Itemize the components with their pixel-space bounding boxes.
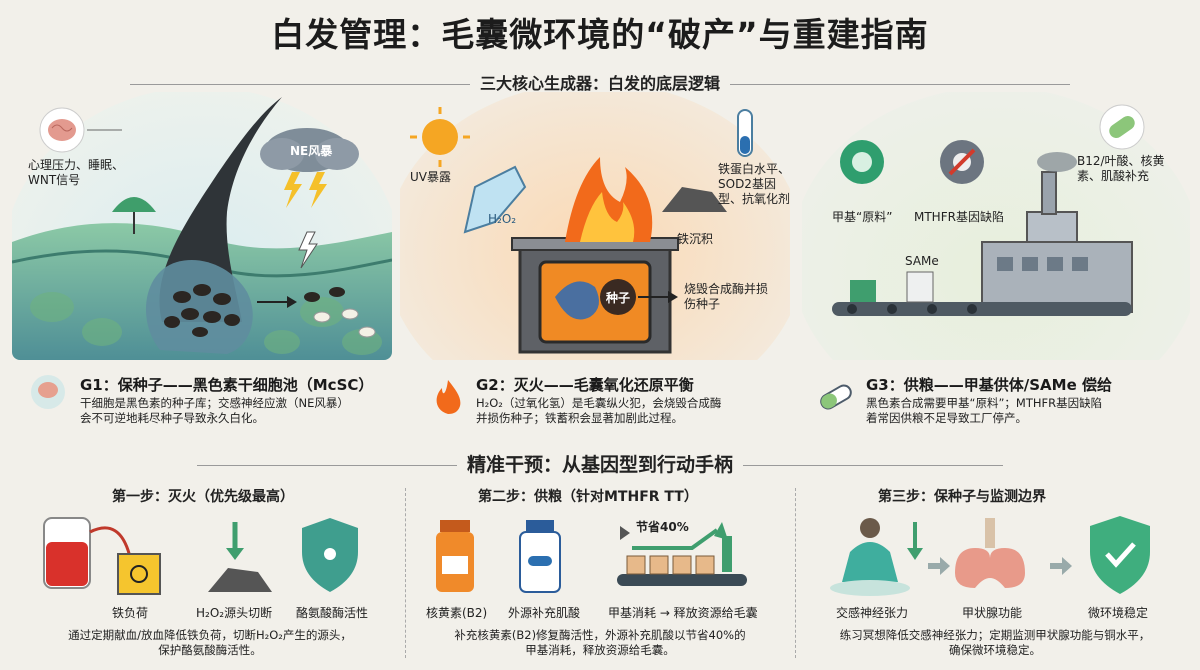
methyl-label: 甲基“原料” (832, 210, 893, 224)
methyl-icon (840, 140, 884, 184)
uv-label: UV暴露 (410, 170, 451, 184)
blood-bag-icon (43, 517, 132, 589)
section-title-generators: 三大核心生成器：白发的底层逻辑 (0, 70, 1200, 94)
conveyor-belt (832, 271, 1132, 316)
step1-desc: 通过定期献血/放血降低铁负荷，切断H₂O₂产生的源头，保护酪氨酸酶活性。 (68, 628, 352, 657)
panel-g3-illustration: B12/叶酸、核黄素、肌酸补充 甲基“原料” MTHFR基因缺陷 SAMe (802, 92, 1190, 360)
capsule-icon (1099, 104, 1145, 150)
meditation-icon (830, 518, 923, 596)
flame-icon (436, 380, 461, 414)
step3-title: 第三步：保种子与监测边界 (878, 489, 1046, 505)
methyl-factory-illustration (802, 92, 1190, 360)
flask-icon (463, 165, 527, 234)
furnace-icon (511, 237, 679, 354)
iron-factors-label: 铁蛋白水平、SOD2基因型、抗氧化剂 (718, 162, 790, 206)
step2-desc: 补充核黄素(B2)修复酶活性，外源补充肌酸以节省40%的甲基消耗，释放资源给毛囊… (454, 628, 746, 657)
save-40-label: 节省40% (636, 520, 689, 534)
oxidative-furnace-illustration (400, 92, 790, 360)
step2-cap-b2: 核黄素(B2) (426, 606, 488, 620)
b12-label: B12/叶酸、核黄素、肌酸补充 (1077, 154, 1165, 183)
divider (405, 488, 406, 658)
step1-cap-iron: 铁负荷 (112, 606, 149, 620)
step2-title: 第二步：供粮（针对MTHFR TT） (478, 489, 698, 505)
g1-desc-line1: 干细胞是黑色素的种子库；交感神经应激（NE风暴） (80, 396, 349, 410)
step1-icons (43, 517, 358, 595)
hair-follicle-illustration (12, 92, 392, 360)
brain-icon (39, 107, 85, 153)
step2-icons (436, 520, 747, 593)
step3-cap-sympathetic: 交感神经张力 (836, 606, 909, 620)
step3-cap-thyroid: 甲状腺功能 (962, 606, 1023, 620)
melanocyte-seeds (164, 284, 240, 337)
g2-desc-line1: H₂O₂（过氧化氢）是毛囊纵火犯，会烧毁合成酶 (476, 396, 722, 410)
iron-pile-icon (662, 187, 727, 212)
head-brain-icon (31, 375, 65, 409)
umbrella-icon (112, 197, 156, 234)
arrow-icon (928, 557, 1072, 575)
shield-check-icon (1090, 516, 1150, 594)
g1-title: G1：保种子——黑色素干细胞池（McSC） (80, 376, 374, 394)
pill-icon (820, 384, 852, 410)
page-title: 白发管理：毛囊微环境的“破产”与重建指南 (271, 15, 929, 54)
mthfr-label: MTHFR基因缺陷 (914, 210, 1004, 224)
section-title-intervention: 精准干预：从基因型到行动手柄 (0, 450, 1200, 477)
storm-cloud-icon (260, 128, 359, 269)
biohazard-bin-icon (117, 553, 161, 595)
step3-cap-stable: 微环境稳定 (1088, 606, 1149, 620)
step1-cap-h2o2: H₂O₂源头切断 (196, 606, 273, 620)
divider (795, 488, 796, 658)
b2-bottle-icon (436, 520, 474, 592)
conveyor-save-icon (617, 522, 747, 586)
step1-cap-enzyme: 酪氨酸酶活性 (296, 606, 369, 620)
step2-cap-creatine: 外源补充肌酸 (508, 606, 581, 620)
g2-desc-line2: 并损伤种子；铁蓄积会显著加剧此过程。 (476, 411, 683, 425)
step2-cap-methyl: 甲基消耗 → 释放资源给毛囊 (608, 606, 758, 620)
step3-desc: 练习冥想降低交感神经张力；定期监测甲状腺功能与铜水平，确保微环境稳定。 (839, 628, 1151, 657)
creatine-bottle-icon (519, 520, 561, 593)
seed-label: 种子 (606, 291, 631, 305)
sun-icon (410, 107, 470, 167)
fire-icon (565, 157, 653, 242)
g3-title: G3：供粮——甲基供体/SAMe 偿给 (866, 376, 1112, 394)
step1-title: 第一步：灭火（优先级最高） (112, 489, 294, 505)
g2-title: G2：灭火——毛囊氧化还原平衡 (476, 376, 694, 394)
g1-desc-line2: 会不可逆地耗尽种子导致永久白化。 (80, 411, 264, 425)
iron-pile-cut-icon (208, 522, 272, 592)
g3-desc-line2: 着常因供粮不足导致工厂停产。 (866, 411, 1027, 425)
step3-icons (830, 516, 1150, 596)
h2o2-flask-label: H₂O₂ (488, 212, 517, 226)
g3-desc-line1: 黑色素合成需要甲基“原料”；MTHFR基因缺陷 (866, 396, 1103, 410)
ne-storm-label: NE风暴 (290, 144, 333, 158)
panel-g1-illustration: 心理压力、睡眠、WNT信号 NE风暴 (12, 92, 392, 360)
stress-label: 心理压力、睡眠、WNT信号 (28, 158, 125, 187)
shield-molecule-icon (302, 518, 358, 592)
gear-chain-icon (940, 140, 984, 184)
iron-deposit-label: 铁沉积 (677, 232, 714, 246)
panel-g2-illustration: UV暴露 H₂O₂ 铁蛋白水平、SOD2基因型、抗氧化剂 铁沉积 种子 烧毁合成… (400, 92, 790, 360)
test-tube-icon (737, 109, 753, 157)
same-label: SAMe (905, 254, 939, 268)
factory-icon (981, 152, 1133, 313)
thyroid-icon (955, 518, 1025, 588)
burn-label: 烧毁合成酶并损伤种子 (684, 282, 769, 311)
